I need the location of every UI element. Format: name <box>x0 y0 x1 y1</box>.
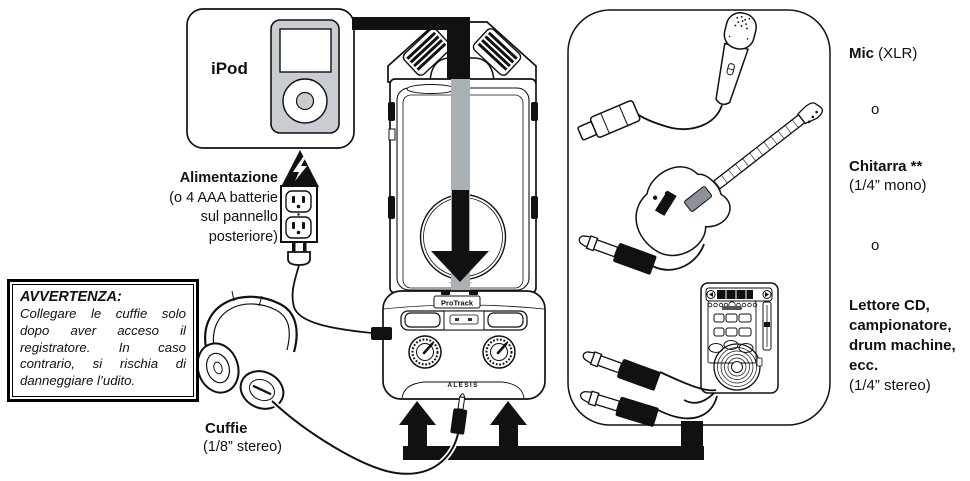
ipod-illustration <box>270 19 340 134</box>
warning-box-inner: AVVERTENZA: Collegare le cuffie solo dop… <box>12 284 194 397</box>
mini-jack-plug <box>450 393 468 435</box>
power-title: Alimentazione <box>179 170 278 186</box>
power-plug-icon <box>287 243 311 266</box>
headphone-cable <box>270 393 468 477</box>
or-separator-2: o <box>871 237 880 254</box>
power-cable <box>291 264 373 334</box>
mic-label: Mic (XLR) <box>849 45 917 62</box>
input-routing <box>399 401 704 460</box>
input-arrow-left <box>399 401 436 447</box>
guitar-label: Chitarra ** (1/4” mono) <box>849 157 927 195</box>
guitar-cable <box>651 243 705 271</box>
headphones-label: Cuffie <box>205 420 248 437</box>
protrack-label: ProTrack <box>441 299 474 308</box>
power-line: posteriore) <box>208 228 278 245</box>
recorder-base: ProTrack ALESIS <box>382 290 546 400</box>
stereo-plugs <box>577 344 718 428</box>
guitar-spec: (1/4” mono) <box>849 177 927 194</box>
line-source-line: campionatore, <box>849 317 952 334</box>
line-source-line: drum machine, <box>849 337 956 354</box>
warning-body: Collegare le cuffie solo dopo aver acces… <box>20 306 186 389</box>
warning-box: AVVERTENZA: Collegare le cuffie solo dop… <box>7 279 199 402</box>
guitar-name: Chitarra ** <box>849 158 923 175</box>
headphones-spec: (1/8” stereo) <box>203 439 282 455</box>
alesis-logo: ALESIS <box>447 382 478 389</box>
mic-spec: (XLR) <box>874 45 918 62</box>
ipod-box <box>186 8 355 149</box>
power-line: (o 4 AAA batterie <box>169 189 278 206</box>
line-source-line: Lettore CD, <box>849 297 930 314</box>
power-group <box>280 150 392 340</box>
or-separator-1: o <box>871 101 880 118</box>
outlet-icon <box>280 185 318 243</box>
guitar-illustration <box>575 102 824 276</box>
line-source-line: ecc. <box>849 357 879 374</box>
line-source-label: Lettore CD, campionatore, drum machine, … <box>849 296 956 396</box>
dc-plug <box>371 327 392 340</box>
lightning-triangle-icon <box>281 150 319 187</box>
jog-wheel <box>713 343 761 391</box>
mic-name: Mic <box>849 45 875 62</box>
xlr-connector <box>577 100 641 141</box>
insert-arrow <box>352 17 489 294</box>
ipod-label: iPod <box>211 59 248 78</box>
mic-cable <box>635 104 723 130</box>
line-source-spec: (1/4” stereo) <box>849 377 931 394</box>
warning-title: AVVERTENZA: <box>20 289 122 305</box>
input-arrow-right <box>490 401 527 447</box>
power-line: sul pannello <box>200 209 278 225</box>
gain-knob-right <box>482 335 516 369</box>
headphones-illustration <box>196 290 298 410</box>
gain-knob-left <box>408 335 442 369</box>
cd-player-illustration <box>683 282 779 404</box>
power-label: Alimentazione (o 4 AAA batterie sul pann… <box>118 169 278 247</box>
mic-illustration <box>577 12 757 141</box>
